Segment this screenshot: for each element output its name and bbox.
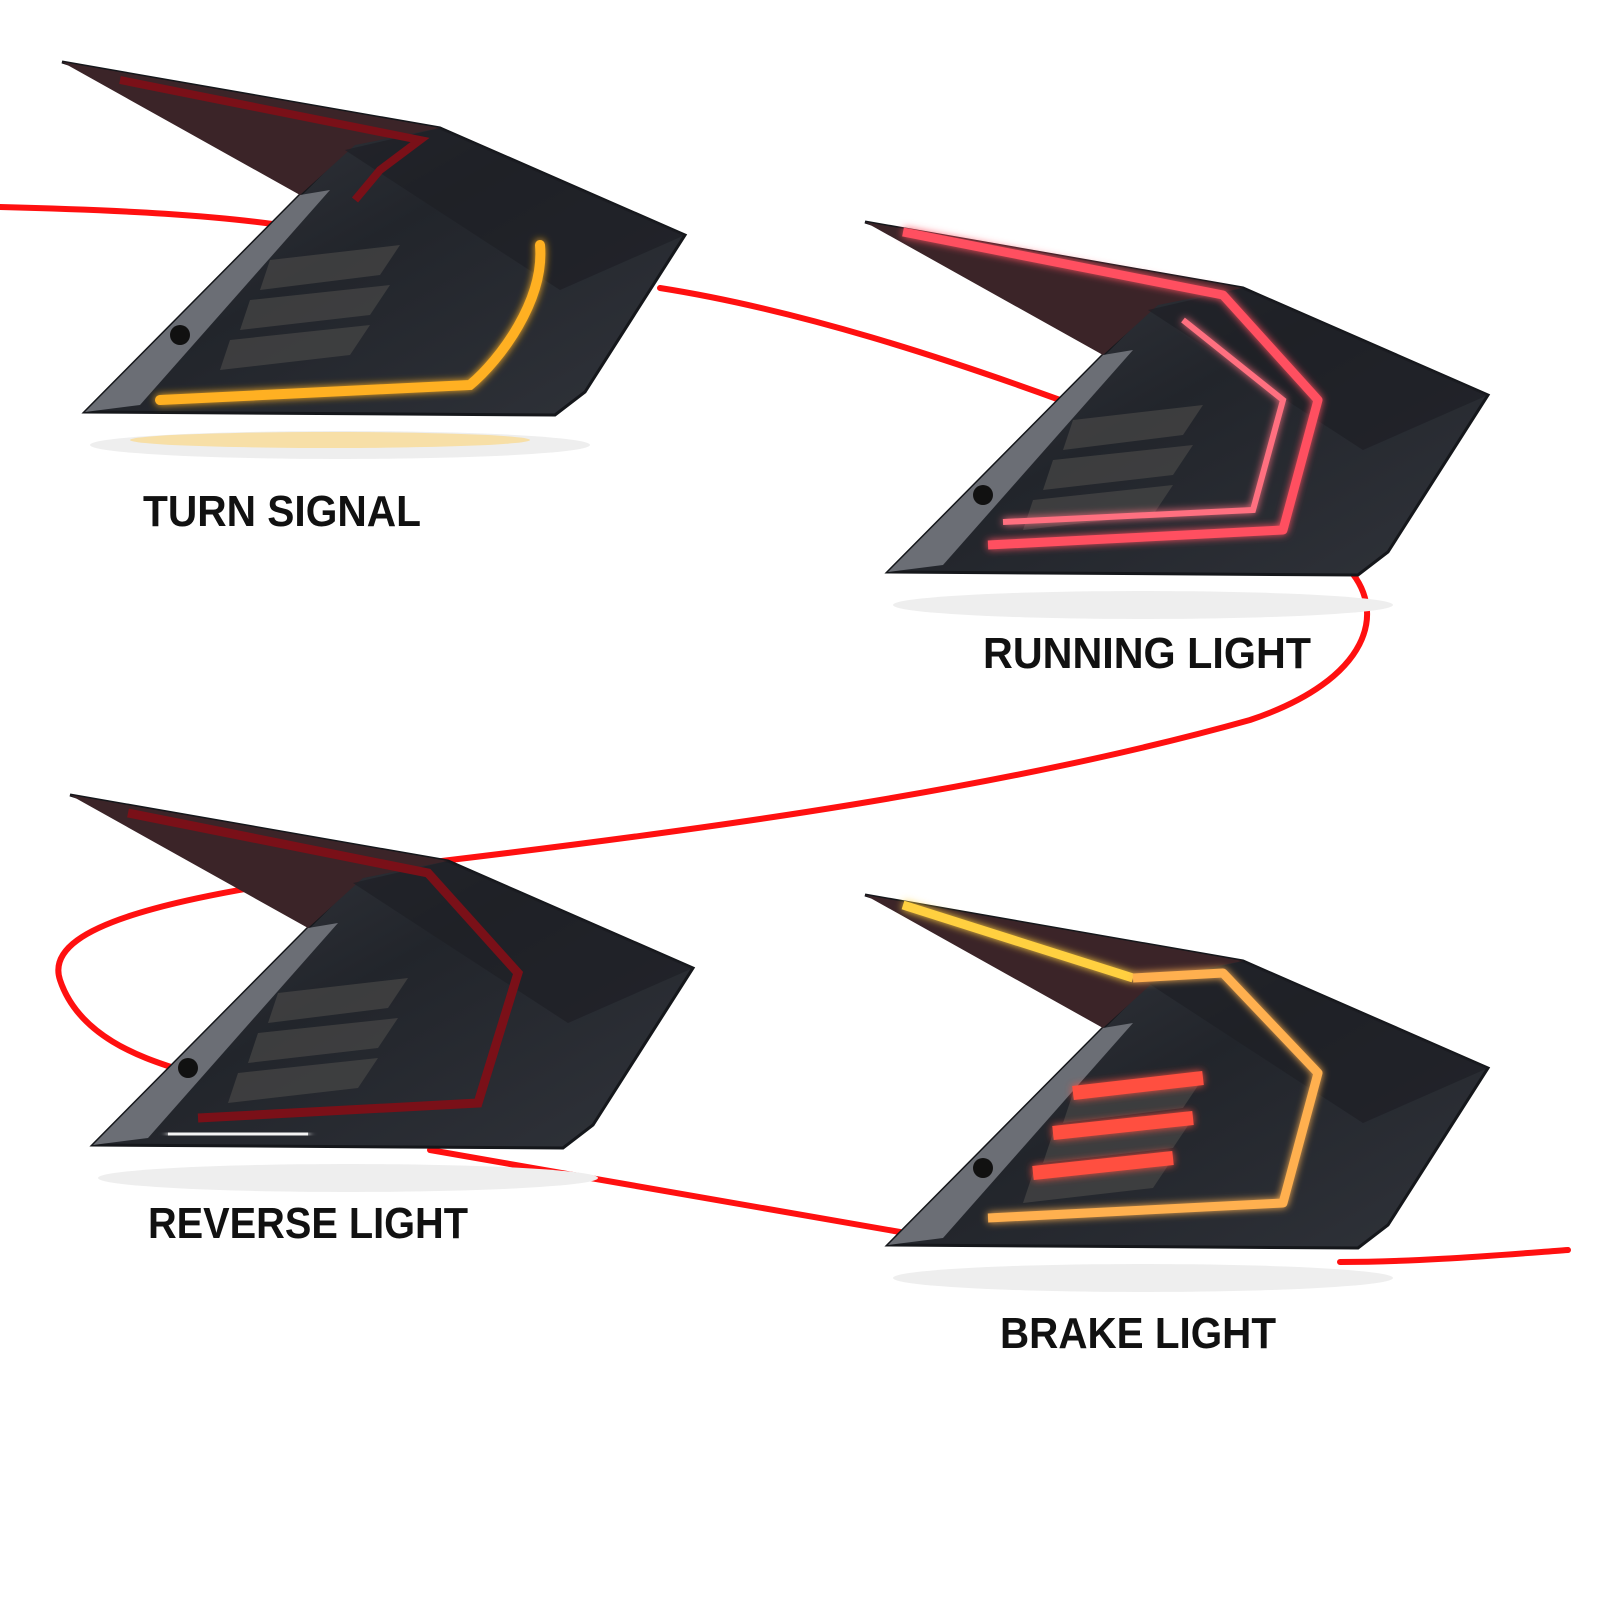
tail-light-running — [863, 220, 1490, 621]
tail-light-turn-signal — [60, 60, 687, 461]
red-wire — [0, 204, 1571, 1265]
label-running-light: RUNNING LIGHT — [983, 629, 1311, 678]
label-turn-signal: TURN SIGNAL — [143, 487, 421, 536]
tail-light-brake — [863, 893, 1490, 1294]
label-brake-light: BRAKE LIGHT — [1000, 1309, 1276, 1358]
tail-light-reverse — [68, 793, 695, 1194]
label-reverse-light: REVERSE LIGHT — [148, 1199, 468, 1248]
